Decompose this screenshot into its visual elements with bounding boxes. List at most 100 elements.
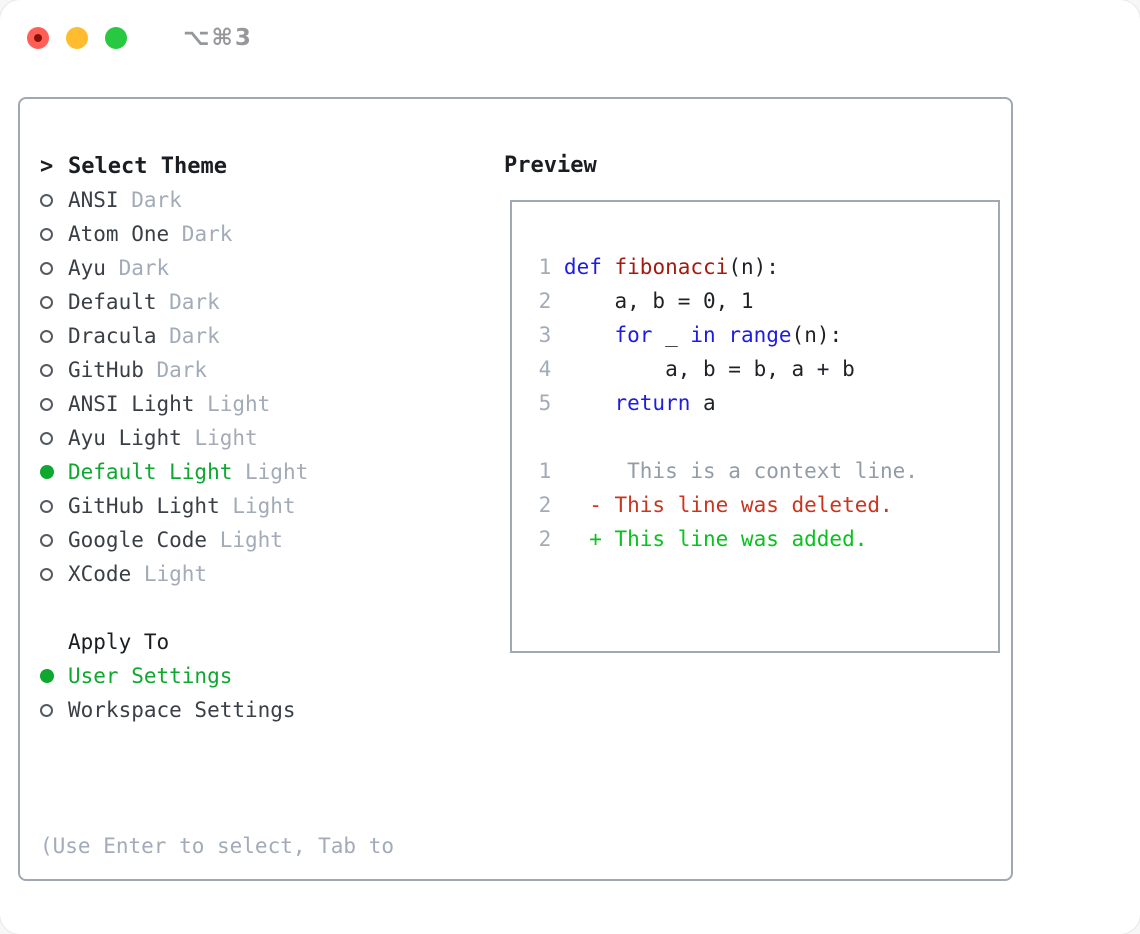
apply-to-label: Apply To — [68, 630, 170, 654]
code-line: 4 a, b = b, a + b — [526, 352, 998, 386]
line-content: This is a context line. — [563, 459, 918, 483]
theme-option[interactable]: Dracula Dark — [40, 319, 490, 353]
line-number: 5 — [538, 391, 552, 415]
theme-type: Dark — [169, 324, 220, 348]
radio-icon — [40, 295, 53, 309]
radio-gutter — [40, 533, 68, 547]
deleted-line: 2 - This line was deleted. — [526, 488, 998, 522]
theme-option[interactable]: Default Dark — [40, 285, 490, 319]
theme-name: Dracula — [68, 324, 157, 348]
line-number: 2 — [538, 493, 552, 517]
code-line: 2 a, b = 0, 1 — [526, 284, 998, 318]
select-theme-label: Select Theme — [68, 153, 227, 179]
help-hint: (Use Enter to select, Tab to change focu… — [40, 761, 490, 934]
radio-gutter — [40, 261, 68, 275]
theme-type: Light — [194, 426, 258, 450]
code-line: 1 def fibonacci(n): — [526, 250, 998, 284]
radio-gutter — [40, 295, 68, 309]
radio-icon — [40, 227, 53, 241]
apply-to-option-label: User Settings — [68, 664, 233, 688]
theme-name: XCode — [68, 562, 132, 586]
preview-label: Preview — [504, 153, 597, 178]
theme-name: Google Code — [68, 528, 208, 552]
radio-icon — [40, 329, 53, 343]
apply-to-option[interactable]: Workspace Settings — [40, 693, 490, 727]
theme-option[interactable]: ANSI Light Light — [40, 387, 490, 421]
theme-option[interactable]: XCode Light — [40, 557, 490, 591]
zoom-button[interactable] — [105, 27, 127, 49]
theme-type: Dark — [131, 188, 182, 212]
prompt-icon: > — [40, 153, 54, 179]
radio-gutter — [40, 669, 68, 683]
context-line: 1 This is a context line. — [526, 454, 998, 488]
theme-name: ANSI — [68, 188, 119, 212]
line-number: 2 — [538, 527, 552, 551]
theme-name: Default — [68, 290, 157, 314]
theme-option[interactable]: Google Code Light — [40, 523, 490, 557]
theme-name: GitHub Light — [68, 494, 220, 518]
theme-type: Dark — [156, 358, 208, 382]
theme-name: ANSI Light — [68, 392, 195, 416]
radio-icon — [40, 499, 53, 513]
radio-icon — [40, 363, 53, 377]
theme-type: Dark — [169, 290, 220, 314]
line-number: 1 — [538, 459, 552, 483]
theme-type: Light — [207, 392, 271, 416]
radio-icon — [40, 397, 53, 411]
help-hint-line-1: (Use Enter to select, Tab to — [40, 834, 395, 858]
spacer — [40, 727, 490, 761]
theme-name: GitHub — [68, 358, 144, 382]
radio-selected-icon — [40, 465, 54, 479]
line-content: a, b = 0, 1 — [563, 289, 754, 313]
theme-type: Light — [143, 562, 208, 586]
radio-gutter — [40, 193, 68, 207]
line-number: 1 — [538, 255, 552, 279]
theme-type: Light — [245, 460, 309, 484]
theme-option[interactable]: GitHub Light Light — [40, 489, 490, 523]
select-theme-header: > Select Theme — [40, 149, 490, 183]
line-content: + This line was added. — [563, 527, 868, 551]
window-title-shortcut: ⌥⌘3 — [183, 25, 253, 51]
line-content: a, b = b, a + b — [563, 357, 855, 381]
code-line: 3 for _ in range(n): — [526, 318, 998, 352]
radio-gutter — [40, 567, 68, 581]
line-number: 2 — [538, 289, 552, 313]
line-content: return a — [614, 391, 716, 415]
radio-icon — [40, 431, 53, 445]
line-content: def fibonacci(n): — [563, 255, 779, 279]
theme-type: Light — [232, 494, 296, 518]
radio-gutter — [40, 465, 68, 479]
radio-gutter — [40, 227, 68, 241]
code-line: 5 return a — [526, 386, 998, 420]
line-number: 4 — [538, 357, 552, 381]
added-line: 2 + This line was added. — [526, 522, 998, 556]
radio-gutter — [40, 499, 68, 513]
theme-option[interactable]: GitHub Dark — [40, 353, 490, 387]
radio-gutter — [40, 397, 68, 411]
radio-gutter — [40, 431, 68, 445]
blank-line — [526, 420, 998, 454]
theme-name: Ayu — [68, 256, 106, 280]
theme-option[interactable]: ANSI Dark — [40, 183, 490, 217]
theme-option[interactable]: Atom One Dark — [40, 217, 490, 251]
radio-icon — [40, 193, 53, 207]
theme-type: Light — [219, 528, 283, 552]
minimize-button[interactable] — [66, 27, 88, 49]
apply-to-option-label: Workspace Settings — [68, 698, 296, 722]
radio-gutter — [40, 363, 68, 377]
apply-to-option[interactable]: User Settings — [40, 659, 490, 693]
theme-name: Atom One — [68, 222, 170, 246]
apply-to-header: Apply To — [40, 625, 490, 659]
close-button[interactable] — [27, 27, 49, 49]
theme-type: Dark — [181, 222, 233, 246]
radio-icon — [40, 567, 53, 581]
